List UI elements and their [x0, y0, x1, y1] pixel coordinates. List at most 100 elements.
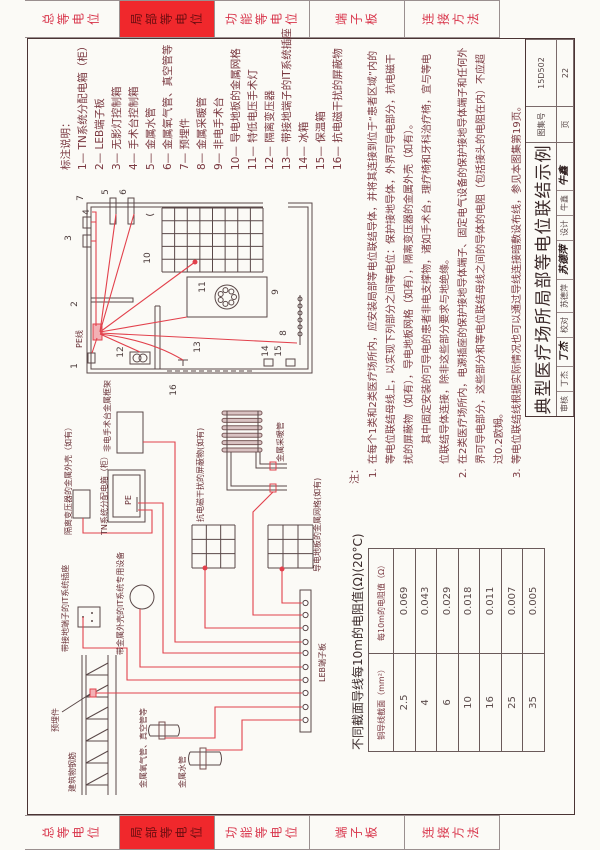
label-water: 金属水管 [177, 756, 187, 788]
label-embedded: 预埋件 [50, 708, 60, 732]
lamp-bulb [222, 287, 229, 294]
lamp-bulb [228, 288, 235, 295]
label-floor-grid: 导电地板的金属网格(如有) [312, 478, 322, 572]
rebar-tie [85, 662, 109, 676]
radiator-section [221, 410, 263, 416]
water-pipe-5 [109, 197, 117, 225]
schematic-bonding-lines [82, 441, 302, 751]
leb-terminal [302, 689, 309, 697]
rebar-tie [85, 728, 109, 742]
rebar-tie [85, 772, 109, 786]
callout-4: 4 [82, 209, 92, 215]
embedded-part-7 [145, 213, 155, 216]
label-pe: PE [124, 495, 133, 505]
leb-terminal-bar [299, 589, 312, 733]
callout-3: 3 [64, 235, 74, 241]
radiator-section [221, 417, 263, 423]
bonding-schematic: 非电手术台金属框架 隔离变压器的金属外壳（如有） TN系统分配电箱（柜） PE … [50, 380, 327, 795]
heating-fin [297, 331, 303, 337]
transformer-enclosure [72, 489, 91, 519]
gas-pipe-6 [127, 197, 135, 225]
incubator-15 [285, 358, 296, 367]
socket-pin [91, 620, 93, 622]
radiator-section [221, 440, 263, 446]
heating-fin [297, 317, 303, 323]
heating-clamp [269, 461, 277, 471]
oxygen-clamp [158, 721, 166, 740]
leb-terminal [302, 676, 309, 684]
plan-bonding-lines [91, 211, 298, 361]
fridge-14 [263, 358, 274, 367]
radiator-section [221, 432, 263, 438]
tn-distribution-box [107, 469, 146, 523]
leb-terminal [302, 611, 309, 619]
it-device [129, 584, 155, 610]
heating-clamp [269, 483, 277, 493]
leb-terminals [302, 599, 309, 724]
oxygen-pipe [148, 724, 180, 737]
plan-callouts: 1 2 3 4 5 6 7 8 9 10 11 12 13 14 15 16 P… [64, 189, 289, 396]
leb-terminal [302, 663, 309, 671]
label-transformer: 隔离变压器的金属外壳（如有） [63, 423, 73, 535]
embedded-leader [61, 693, 91, 713]
label-it-device: 带金属外壳的IT系统专用设备 [115, 552, 125, 655]
heating-pipes [226, 452, 287, 491]
embedded-plate [89, 688, 97, 698]
tn-distribution-box-1 [87, 352, 96, 364]
callout-10: 10 [143, 252, 153, 264]
rebar-tie [85, 750, 109, 764]
heating-fins [297, 296, 303, 337]
callout-11: 11 [198, 281, 208, 292]
callout-5: 5 [101, 189, 111, 195]
callout-16: 16 [169, 384, 179, 396]
pe-line-label: PE线 [74, 330, 84, 348]
lamp-bulb [217, 290, 224, 297]
radiator [221, 410, 263, 453]
schematic-labels: 非电手术台金属框架 隔离变压器的金属外壳（如有） TN系统分配电箱（柜） PE … [50, 380, 327, 792]
rebar-tie [85, 684, 109, 698]
heating-fin [297, 324, 303, 330]
callout-14: 14 [261, 345, 271, 357]
callout-8: 8 [279, 330, 289, 336]
label-leb: LEB端子板 [317, 643, 327, 682]
lamp-bulb [231, 294, 237, 300]
rebar-tie [85, 706, 109, 720]
label-shield: 抗电磁干扰的屏蔽物(如有) [195, 428, 205, 522]
leb-terminal [302, 649, 309, 657]
heating-fin [297, 296, 303, 302]
leb-terminal [302, 624, 309, 632]
callout-1: 1 [70, 363, 80, 369]
surgical-lamp-11 [214, 284, 240, 310]
building-rebar [81, 655, 117, 795]
label-it-socket: 带接地端子的IT系统插座 [60, 565, 70, 652]
leb-terminal [302, 599, 309, 607]
heating-fin [297, 310, 303, 316]
callout-15: 15 [274, 345, 284, 356]
label-rebar: 建筑物钢筋 [67, 752, 77, 792]
water-pipe [188, 751, 222, 766]
transformer-coil [132, 353, 142, 363]
radiator-section [221, 447, 263, 453]
label-tn-box: TN系统分配电箱（柜） [99, 452, 109, 536]
label-table-frame: 非电手术台金属框架 [102, 380, 112, 452]
label-heating: 金属采暖管 [275, 422, 285, 462]
heating-fin [297, 303, 303, 309]
floor-grid [267, 524, 314, 572]
label-oxygen: 金属氧气管、真空管等 [138, 708, 148, 788]
leb-terminal [302, 716, 309, 724]
it-socket [77, 606, 101, 628]
tn-box-inner [112, 474, 141, 518]
shield-grid [191, 524, 236, 571]
callout-6: 6 [119, 189, 129, 195]
lamp-bulbs [217, 287, 237, 307]
transformer-coil [138, 353, 148, 363]
callout-7: 7 [76, 195, 86, 201]
socket-pin [91, 612, 93, 614]
radiator-section [221, 425, 263, 431]
operating-table-9 [186, 276, 268, 318]
callout-9: 9 [271, 289, 281, 295]
it-socket-13 [178, 359, 188, 366]
water-clamp [199, 747, 207, 770]
room-plan: 1 2 3 4 5 6 7 8 9 10 11 12 13 14 15 16 P… [64, 189, 313, 396]
